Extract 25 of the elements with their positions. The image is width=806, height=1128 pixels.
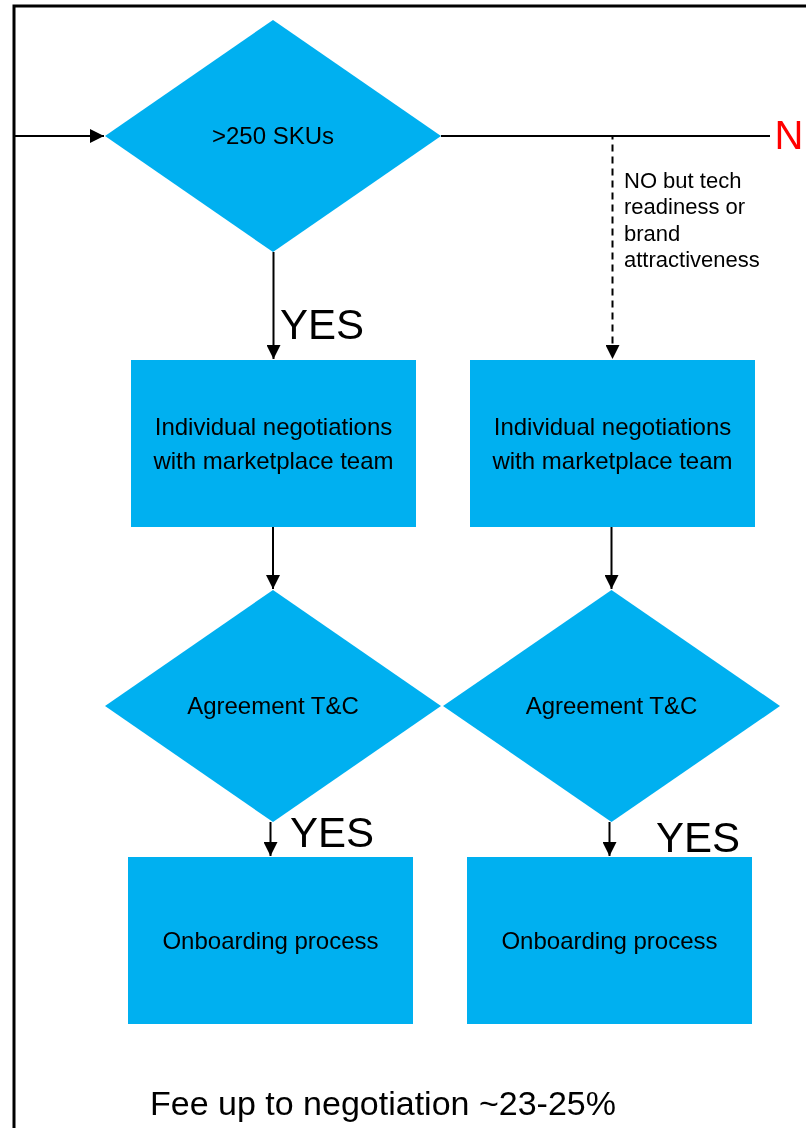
node-text: Agreement T&C (525, 691, 698, 722)
arrow (604, 526, 619, 590)
decision-diamond (105, 20, 441, 252)
process-box (470, 360, 755, 527)
process-box (131, 360, 416, 527)
node-text: N (774, 113, 804, 157)
node-text: Individual negotiations with marketplace team (152, 411, 395, 476)
arrow (14, 129, 105, 143)
arrow (266, 526, 280, 590)
node-text: Onboarding process (501, 925, 718, 956)
node-text: Agreement T&C (187, 691, 359, 722)
node-text: >250 SKUs (211, 121, 335, 152)
note-text: Fee up to negotiation ~23-25% (150, 1084, 616, 1123)
node-text: Individual negotiations with marketplace team (491, 411, 734, 476)
edge-label: YES (290, 808, 376, 858)
edge-label: NO but tech readiness or brand attractiveness (624, 168, 761, 274)
node-text: Onboarding process (162, 925, 379, 956)
arrow (602, 821, 617, 857)
process-box (467, 857, 752, 1024)
edge-label: YES (280, 300, 366, 350)
edge-label: YES (656, 813, 742, 863)
process-box (128, 857, 413, 1024)
arrow (266, 251, 281, 360)
arrow (263, 821, 278, 857)
decision-diamond (443, 590, 780, 822)
